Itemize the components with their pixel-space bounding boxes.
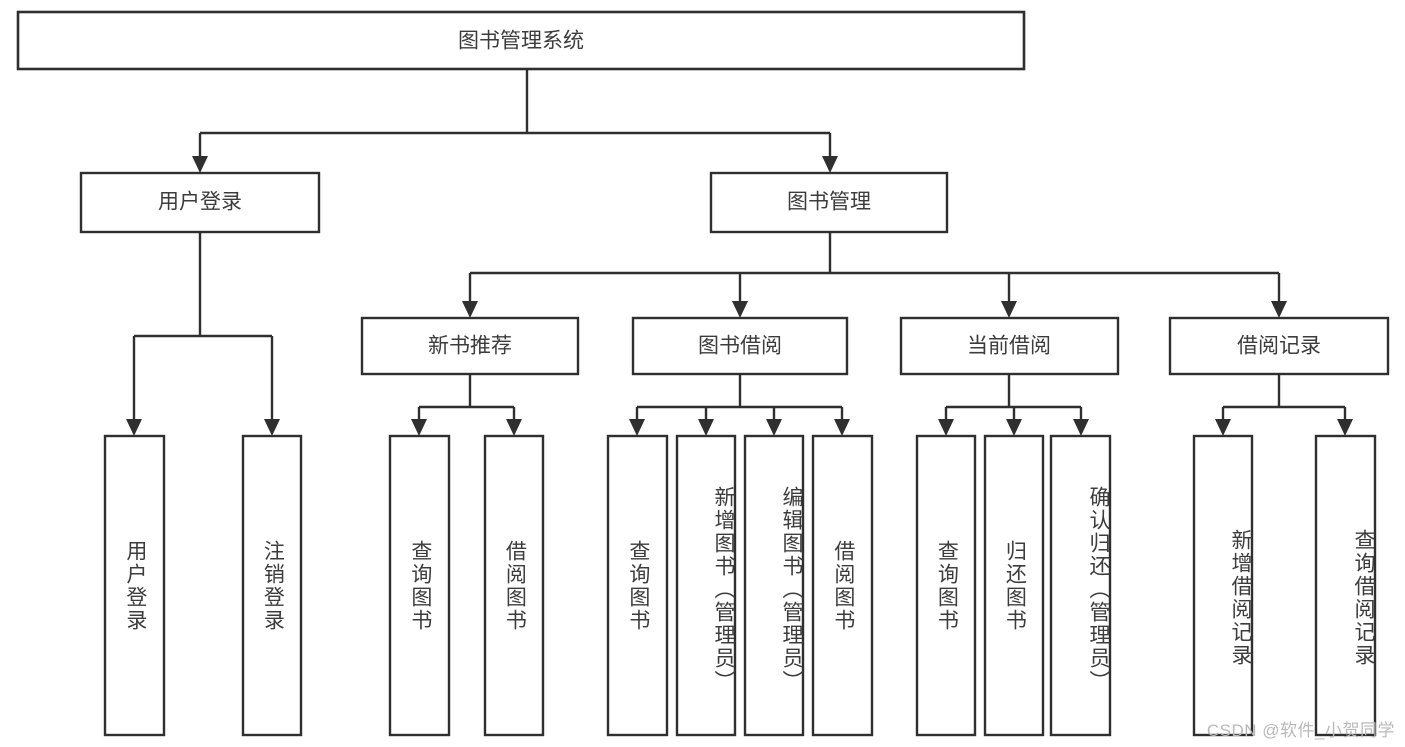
node-leaf-return-book-rect[interactable] [983, 434, 1045, 737]
arrowhead-leaf-query-record [1337, 419, 1353, 436]
node-root[interactable]: 图书管理系统 [16, 10, 1026, 71]
node-book-manage[interactable]: 图书管理 [709, 171, 949, 234]
node-current-borrow-rect[interactable] [899, 316, 1120, 376]
node-current-borrow-label: 当前借阅 [967, 335, 1051, 358]
connector-group [126, 69, 1353, 436]
arrowhead-leaf-confirm-return [1073, 419, 1089, 436]
node-book-borrow-label: 图书借阅 [698, 335, 782, 358]
node-book-borrow[interactable]: 图书借阅 [631, 316, 849, 376]
node-leaf-query-record-rect[interactable] [1314, 434, 1377, 737]
arrowhead-leaf-borrow-book-bb [834, 419, 850, 436]
node-book-manage-rect[interactable] [709, 171, 949, 234]
node-leaf-user-login-rect[interactable] [103, 434, 166, 737]
arrowhead-leaf-add-book [698, 419, 714, 436]
node-leaf-confirm-return-rect[interactable] [1049, 434, 1112, 737]
arrowhead-leaf-query-book-bb [629, 419, 645, 436]
node-leaf-logout-rect[interactable] [241, 434, 303, 737]
node-user-login-label: 用户登录 [158, 191, 242, 214]
node-leaf-query-book-bb-rect[interactable] [606, 434, 669, 737]
node-root-label: 图书管理系统 [458, 30, 584, 53]
node-leaf-borrow-book-rec-rect[interactable] [483, 434, 545, 737]
arrowhead-leaf-borrow-book-rec [506, 419, 522, 436]
node-book-manage-label: 图书管理 [787, 191, 871, 214]
node-leaf-add-record-rect[interactable] [1192, 434, 1254, 737]
node-leaf-add-book-rect[interactable] [675, 434, 737, 737]
node-borrow-record[interactable]: 借阅记录 [1168, 316, 1390, 376]
node-new-book-rec-label: 新书推荐 [428, 335, 512, 358]
node-borrow-record-rect[interactable] [1168, 316, 1390, 376]
node-leaf-query-book-rec-rect[interactable] [388, 434, 451, 737]
node-leaf-borrow-book-bb-rect[interactable] [811, 434, 874, 737]
node-root-rect[interactable] [16, 10, 1026, 71]
node-current-borrow[interactable]: 当前借阅 [899, 316, 1120, 376]
node-user-login-rect[interactable] [79, 171, 321, 234]
node-borrow-record-label: 借阅记录 [1237, 335, 1321, 358]
csdn-watermark: CSDN @软件_小贺同学 [1206, 721, 1395, 740]
node-user-login[interactable]: 用户登录 [79, 171, 321, 234]
arrowhead-book-borrow [732, 301, 748, 318]
arrowhead-user-login [192, 156, 208, 173]
arrowhead-leaf-logout [264, 419, 280, 436]
arrowhead-leaf-return-book [1006, 419, 1022, 436]
arrowhead-leaf-edit-book [766, 419, 782, 436]
arrowhead-leaf-query-book-cb [938, 419, 954, 436]
arrowhead-borrow-record [1271, 301, 1287, 318]
arrowhead-book-manage [822, 156, 838, 173]
arrowhead-leaf-user-login [126, 419, 142, 436]
node-leaf-edit-book-rect[interactable] [743, 434, 805, 737]
arrowhead-current-borrow [1001, 301, 1017, 318]
arrowhead-leaf-query-book-rec [411, 419, 427, 436]
arrowhead-leaf-add-record [1215, 419, 1231, 436]
leaf-rect-group [103, 434, 1377, 737]
node-new-book-rec-rect[interactable] [360, 316, 580, 376]
node-book-borrow-rect[interactable] [631, 316, 849, 376]
node-new-book-rec[interactable]: 新书推荐 [360, 316, 580, 376]
node-leaf-query-book-cb-rect[interactable] [915, 434, 977, 737]
arrowhead-new-book-rec [462, 301, 478, 318]
